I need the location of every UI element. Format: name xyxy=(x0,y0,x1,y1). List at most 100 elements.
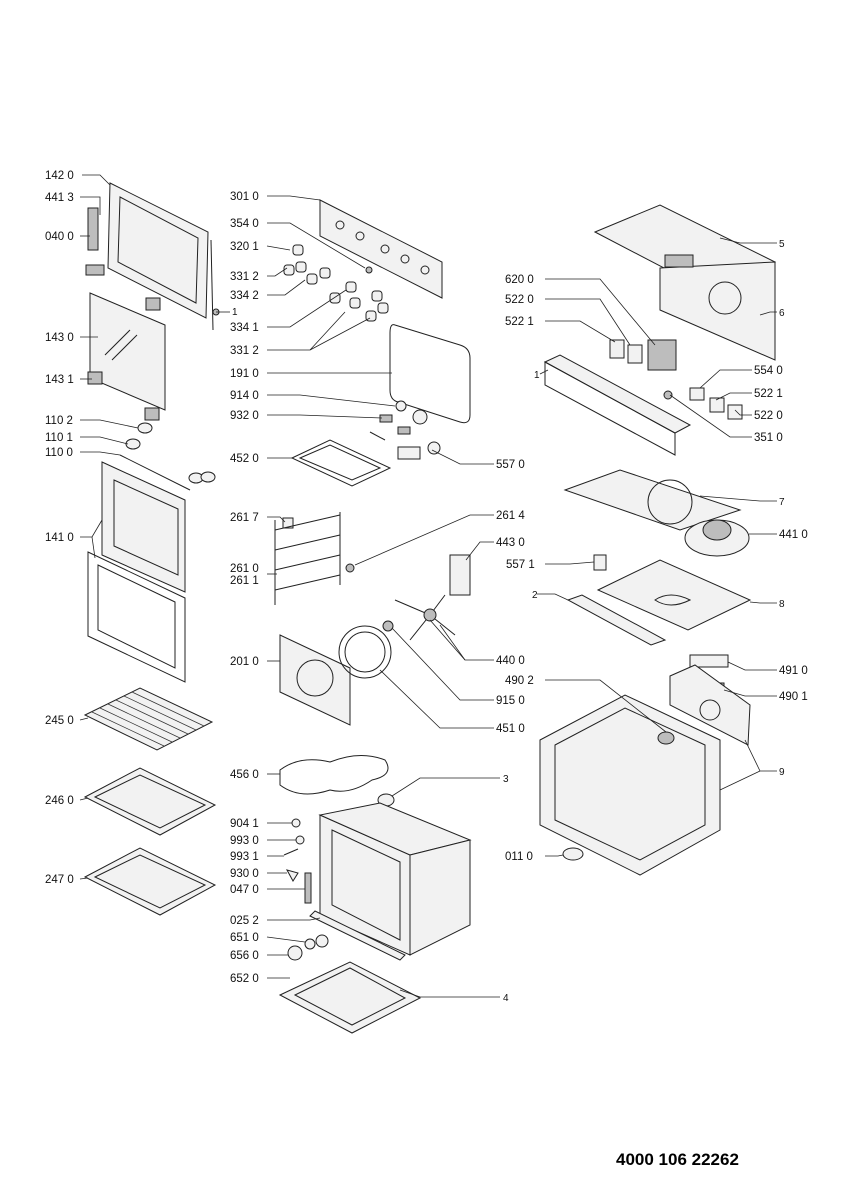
drip-tray-illustration xyxy=(83,847,217,916)
label-6: 6 xyxy=(779,308,785,319)
door-hinge-pads-illustration xyxy=(119,422,216,491)
label-993-1: 993 1 xyxy=(230,851,259,863)
door-outer-frame-illustration xyxy=(87,551,186,683)
label-2: 2 xyxy=(532,590,538,601)
baking-tray-illustration xyxy=(83,767,217,836)
label-522-1-b: 522 1 xyxy=(754,388,783,400)
label-261-4: 261 4 xyxy=(496,510,525,522)
label-651-0: 651 0 xyxy=(230,932,259,944)
control-panel-illustration xyxy=(319,199,443,299)
switches-illustration xyxy=(663,387,743,420)
label-490-1: 490 1 xyxy=(779,691,808,703)
label-915-0: 915 0 xyxy=(496,695,525,707)
wire-shelf-illustration xyxy=(83,687,214,751)
bottom-cover-illustration xyxy=(287,910,406,961)
label-1-frame: 1 xyxy=(534,370,540,381)
label-441-0: 441 0 xyxy=(779,529,808,541)
label-490-2: 490 2 xyxy=(505,675,534,687)
label-932-0: 932 0 xyxy=(230,410,259,422)
small-fixings-illustration xyxy=(283,818,312,904)
lamp-parts-illustration xyxy=(379,400,441,460)
label-451-0: 451 0 xyxy=(496,723,525,735)
label-025-2: 025 2 xyxy=(230,915,259,927)
label-993-0: 993 0 xyxy=(230,835,259,847)
label-246-0: 246 0 xyxy=(45,795,74,807)
control-knobs-illustration xyxy=(283,244,389,322)
thermostat-illustration xyxy=(593,554,607,571)
label-142-0: 142 0 xyxy=(45,170,74,182)
label-110-0: 110 0 xyxy=(45,447,73,459)
label-620-0: 620 0 xyxy=(505,274,534,286)
label-930-0: 930 0 xyxy=(230,868,259,880)
leader-lines xyxy=(79,174,777,998)
ring-element-illustration xyxy=(338,625,392,679)
cooling-fan-illustration xyxy=(684,519,750,557)
label-047-0: 047 0 xyxy=(230,884,259,896)
label-110-1: 110 1 xyxy=(45,432,73,444)
door-outer-glass-illustration xyxy=(101,461,186,593)
label-5: 5 xyxy=(779,239,785,250)
label-3: 3 xyxy=(503,774,509,785)
label-334-2: 334 2 xyxy=(230,290,259,302)
label-1-door: 1 xyxy=(232,307,238,318)
fan-cover-illustration xyxy=(279,634,351,726)
label-301-0: 301 0 xyxy=(230,191,259,203)
door-inner-glass-illustration xyxy=(87,292,166,421)
label-904-1: 904 1 xyxy=(230,818,259,830)
label-011-0: 011 0 xyxy=(505,851,533,863)
front-frame-illustration xyxy=(543,354,692,456)
label-4: 4 xyxy=(503,993,509,1004)
label-351-0: 351 0 xyxy=(754,432,783,444)
label-141-0: 141 0 xyxy=(45,532,74,544)
label-331-2-a: 331 2 xyxy=(230,271,259,283)
label-331-2-b: 331 2 xyxy=(230,345,259,357)
label-443-0: 443 0 xyxy=(496,537,525,549)
label-261-1: 261 1 xyxy=(230,575,259,587)
label-354-0: 354 0 xyxy=(230,218,259,230)
document-number: 4000 106 22262 xyxy=(616,1150,739,1169)
label-441-3: 441 3 xyxy=(45,192,74,204)
label-110-2: 110 2 xyxy=(45,415,73,427)
label-491-0: 491 0 xyxy=(779,665,808,677)
shelf-runners-illustration xyxy=(274,512,355,605)
rear-panel-illustration xyxy=(669,664,751,746)
label-522-0-b: 522 0 xyxy=(754,410,783,422)
label-557-1: 557 1 xyxy=(506,559,535,571)
label-334-1: 334 1 xyxy=(230,322,259,334)
label-522-1-a: 522 1 xyxy=(505,316,534,328)
label-245-0: 245 0 xyxy=(45,715,74,727)
label-191-0: 191 0 xyxy=(230,368,259,380)
part-labels: 142 0 441 3 040 0 1 143 0 143 1 110 2 11… xyxy=(45,170,808,1004)
label-554-0: 554 0 xyxy=(754,365,783,377)
label-261-0: 261 0 xyxy=(230,563,259,575)
label-040-0: 040 0 xyxy=(45,231,74,243)
label-201-0: 201 0 xyxy=(230,656,259,668)
label-143-0: 143 0 xyxy=(45,332,74,344)
oven-cavity-illustration xyxy=(318,802,472,956)
cooling-duct-illustration xyxy=(563,469,742,531)
label-456-0: 456 0 xyxy=(230,769,259,781)
oven-base-illustration xyxy=(278,961,422,1034)
grill-element-illustration xyxy=(290,431,392,487)
label-143-1: 143 1 xyxy=(45,374,74,386)
label-656-0: 656 0 xyxy=(230,950,259,962)
label-9: 9 xyxy=(779,767,785,778)
label-320-1: 320 1 xyxy=(230,241,259,253)
label-247-0: 247 0 xyxy=(45,874,74,886)
label-7: 7 xyxy=(779,497,785,508)
label-652-0: 652 0 xyxy=(230,973,259,985)
label-261-7: 261 7 xyxy=(230,512,259,524)
top-chassis-illustration xyxy=(593,204,777,361)
outer-casing-illustration xyxy=(539,694,721,876)
label-914-0: 914 0 xyxy=(230,390,259,402)
terminal-blocks-illustration xyxy=(609,339,677,371)
bottom-element-illustration xyxy=(279,755,389,795)
label-440-0: 440 0 xyxy=(496,655,525,667)
foot-illustration xyxy=(562,847,584,861)
label-8: 8 xyxy=(779,599,785,610)
door-seal-illustration xyxy=(389,324,471,424)
label-557-0: 557 0 xyxy=(496,459,525,471)
label-452-0: 452 0 xyxy=(230,453,259,465)
insulation-tray-illustration xyxy=(566,559,752,646)
